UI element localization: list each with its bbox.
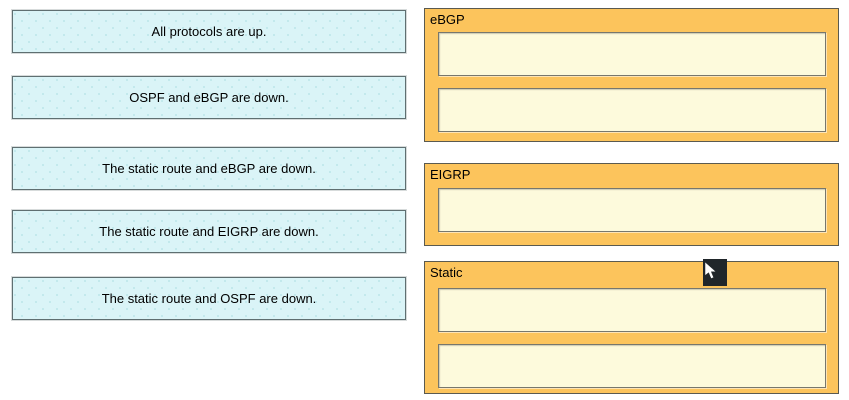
drop-panel-title: EIGRP [430,167,471,182]
drag-option-static-ebgp-down[interactable]: The static route and eBGP are down. [12,147,406,190]
drag-option-static-eigrp-down[interactable]: The static route and EIGRP are down. [12,210,406,253]
drop-panel-title: Static [430,265,463,280]
drop-slot-ebgp-2[interactable] [438,88,826,132]
drag-option-label: The static route and EIGRP are down. [99,224,319,239]
drag-option-ospf-ebgp-down[interactable]: OSPF and eBGP are down. [12,76,406,119]
drag-option-static-ospf-down[interactable]: The static route and OSPF are down. [12,277,406,320]
drop-slot-static-1[interactable] [438,288,826,332]
drag-option-label: OSPF and eBGP are down. [129,90,289,105]
drop-slot-static-2[interactable] [438,344,826,388]
drop-slot-eigrp-1[interactable] [438,188,826,232]
drag-option-label: All protocols are up. [151,24,267,39]
drop-panel-static: Static [424,261,839,394]
drag-option-all-up[interactable]: All protocols are up. [12,10,406,53]
drag-option-label: The static route and eBGP are down. [102,161,316,176]
drag-option-label: The static route and OSPF are down. [101,291,317,306]
drop-panel-title: eBGP [430,12,465,27]
drop-panel-eigrp: EIGRP [424,163,839,246]
mouse-cursor-icon [703,259,727,286]
drop-panel-ebgp: eBGP [424,8,839,142]
drop-slot-ebgp-1[interactable] [438,32,826,76]
